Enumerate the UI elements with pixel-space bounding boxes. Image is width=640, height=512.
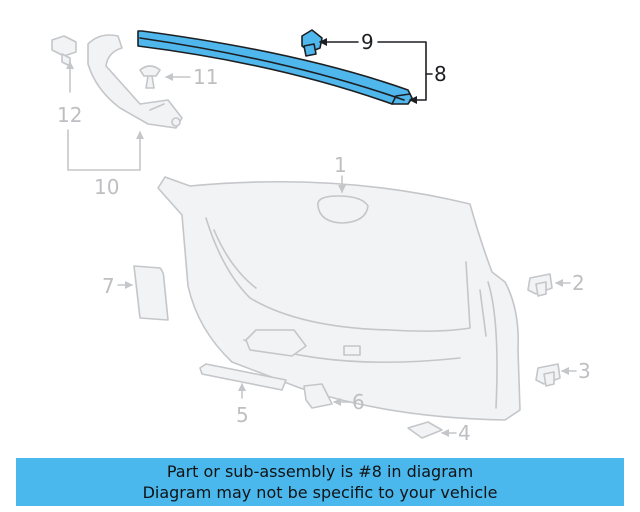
callout-8: 8 <box>434 62 447 86</box>
push-pin-part-11 <box>139 65 161 89</box>
liftgate-trim-panel <box>157 176 521 421</box>
callout-10: 10 <box>94 175 119 199</box>
callout-2: 2 <box>572 271 585 295</box>
callout-9: 9 <box>361 30 374 54</box>
notice-line-1: Part or sub-assembly is #8 in diagram <box>166 462 474 481</box>
sill-strip-part-5 <box>199 363 287 391</box>
callout-6: 6 <box>352 390 365 414</box>
bracket-part-3 <box>535 363 561 387</box>
leader-8 <box>377 41 427 104</box>
clip-part-9[interactable] <box>301 29 323 57</box>
callout-4: 4 <box>458 421 471 445</box>
pull-handle-part-10 <box>87 34 183 129</box>
pad-part-7 <box>133 265 169 321</box>
bracket-part-2 <box>527 273 553 297</box>
notice-banner: Part or sub-assembly is #8 in diagram Di… <box>16 458 624 506</box>
notice-line-2: Diagram may not be specific to your vehi… <box>142 483 498 502</box>
clip-part-12 <box>51 35 77 67</box>
callout-1: 1 <box>334 153 347 177</box>
leader-10 <box>67 129 144 171</box>
callout-12: 12 <box>57 103 82 127</box>
callout-3: 3 <box>578 359 591 383</box>
callout-5: 5 <box>236 403 249 427</box>
cap-part-6 <box>303 383 333 409</box>
cover-part-4 <box>407 421 443 439</box>
callout-11: 11 <box>193 65 218 89</box>
callout-7: 7 <box>102 274 115 298</box>
